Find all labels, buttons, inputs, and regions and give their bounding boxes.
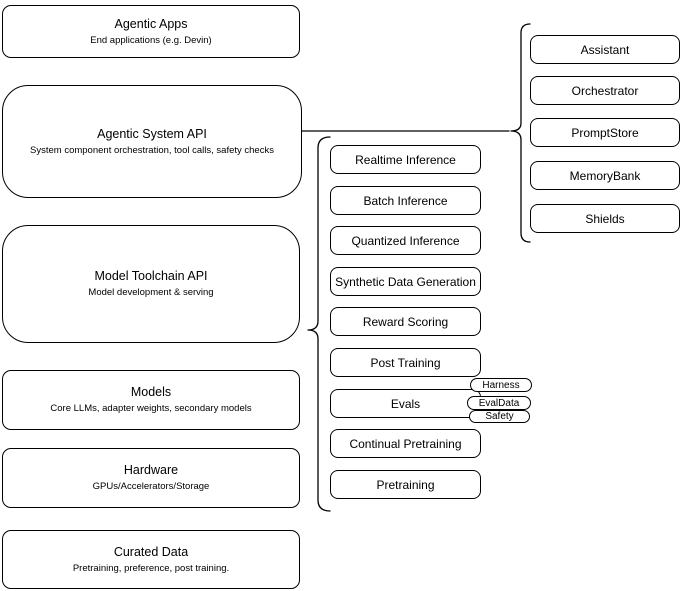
node-title: Hardware — [123, 463, 179, 477]
node-reward-scoring: Reward Scoring — [330, 307, 481, 336]
node-memorybank: MemoryBank — [530, 161, 680, 190]
node-curated-data: Curated Data Pretraining, preference, po… — [2, 530, 300, 589]
node-title: Curated Data — [113, 544, 189, 559]
node-title: Models — [130, 385, 172, 399]
node-orchestrator: Orchestrator — [530, 76, 680, 105]
tag-harness: Harness — [470, 378, 532, 392]
node-realtime-inference: Realtime Inference — [330, 145, 481, 174]
system-components-brace — [510, 23, 531, 243]
node-quantized-inference: Quantized Inference — [330, 226, 481, 255]
node-shields: Shields — [530, 204, 680, 233]
node-evals: Evals — [330, 389, 481, 418]
node-subtitle: End applications (e.g. Devin) — [90, 34, 212, 46]
node-assistant: Assistant — [530, 35, 680, 64]
node-title: Model Toolchain API — [94, 269, 208, 283]
node-batch-inference: Batch Inference — [330, 186, 481, 215]
node-hardware: Hardware GPUs/Accelerators/Storage — [2, 448, 300, 508]
node-agentic-apps: Agentic Apps End applications (e.g. Devi… — [2, 5, 300, 58]
node-promptstore: PromptStore — [530, 118, 680, 147]
node-subtitle: Pretraining, preference, post training. — [72, 562, 230, 574]
node-post-training: Post Training — [330, 348, 481, 377]
node-title: Agentic System API — [97, 126, 207, 141]
node-title: Agentic Apps — [114, 16, 188, 31]
tag-evaldata: EvalData — [467, 396, 531, 410]
node-agentic-system-api: Agentic System API System component orch… — [2, 85, 302, 198]
node-synthetic-data-generation: Synthetic Data Generation — [330, 267, 481, 296]
tag-safety: Safety — [469, 410, 530, 423]
node-subtitle: Model development & serving — [88, 287, 214, 298]
toolchain-brace — [307, 136, 331, 512]
node-subtitle: System component orchestration, tool cal… — [30, 144, 274, 156]
node-subtitle: GPUs/Accelerators/Storage — [92, 481, 210, 492]
node-models: Models Core LLMs, adapter weights, secon… — [2, 370, 300, 430]
node-subtitle: Core LLMs, adapter weights, secondary mo… — [50, 403, 252, 414]
node-model-toolchain-api: Model Toolchain API Model development & … — [2, 225, 300, 343]
node-continual-pretraining: Continual Pretraining — [330, 429, 481, 458]
node-pretraining: Pretraining — [330, 470, 481, 499]
